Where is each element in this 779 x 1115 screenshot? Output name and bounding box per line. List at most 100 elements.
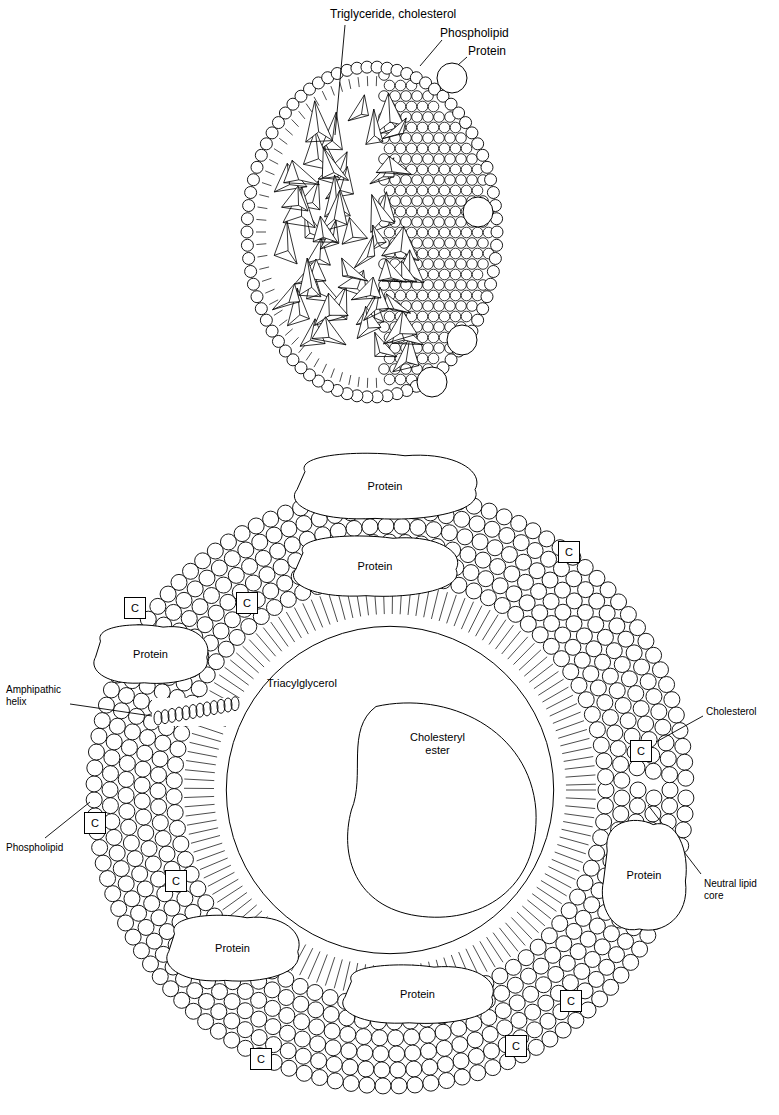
phospholipid-head	[445, 154, 456, 165]
lipid-tail	[538, 679, 563, 695]
phospholipid-head	[589, 722, 605, 738]
phospholipid-head	[406, 206, 417, 217]
phospholipid-head	[243, 200, 255, 212]
phospholipid-head	[658, 735, 674, 751]
phospholipid-head	[406, 290, 417, 301]
phospholipid-head	[279, 1025, 295, 1041]
node-label: Protein	[400, 988, 435, 1001]
phospholipid-head	[245, 575, 261, 591]
phospholipid-head	[113, 861, 129, 877]
lipid-tail	[487, 937, 503, 962]
lipid-region: TriacylglycerolCholesteryl ester	[225, 625, 555, 955]
protein-blob: Protein	[598, 815, 690, 935]
lipid-tail	[562, 829, 591, 836]
phospholipid-head	[485, 278, 497, 290]
phospholipid-head	[481, 291, 493, 303]
lipid-tail	[558, 729, 587, 738]
phospholipid-head	[450, 227, 461, 238]
phospholipid-head	[472, 248, 483, 259]
phospholipid-head	[137, 745, 153, 761]
lipid-tail	[522, 906, 545, 926]
phospholipid-head	[645, 763, 661, 779]
crystal	[322, 148, 348, 181]
phospholipid-head	[358, 1061, 374, 1077]
protein-globule	[463, 197, 493, 227]
lipid-tail	[314, 97, 319, 106]
phospholipid-head	[590, 680, 606, 696]
lipid-tail	[228, 899, 252, 918]
node-label: C	[567, 995, 575, 1008]
phospholipid-head	[487, 265, 499, 277]
phospholipid-head	[417, 185, 428, 196]
phospholipid-head	[490, 559, 506, 575]
lipid-tail	[311, 600, 322, 628]
phospholipid-head	[273, 559, 289, 575]
phospholipid-head	[646, 790, 662, 806]
phospholipid-head	[483, 1043, 499, 1059]
phospholipid-head	[439, 227, 450, 238]
lipid-tail	[349, 375, 351, 385]
phospholipid-head	[439, 311, 450, 322]
leader-line	[335, 25, 345, 135]
phospholipid-head	[475, 552, 491, 568]
phospholipid-head	[388, 1030, 404, 1046]
lipid-tail	[322, 91, 326, 100]
phospholipid-head	[173, 836, 189, 852]
node-label: C	[565, 546, 573, 559]
phospholipid-head	[423, 280, 434, 291]
node-label: C	[637, 745, 645, 758]
phospholipid-head	[598, 769, 614, 785]
lipid-tail	[225, 667, 249, 685]
lipid-tail	[367, 378, 368, 388]
lipid-core-ring	[218, 618, 562, 962]
lipid-tail	[219, 675, 244, 692]
phospholipid-head	[412, 217, 423, 228]
phospholipid-head	[439, 248, 450, 259]
phospholipid-head	[428, 164, 439, 175]
lipid-tail	[200, 858, 228, 870]
phospholipid-head	[602, 668, 618, 684]
phospholipid-head	[104, 750, 120, 766]
phospholipid-head	[678, 790, 694, 806]
phospholipid-head	[390, 1062, 406, 1078]
phospholipid-head	[87, 760, 103, 776]
shape-outline	[167, 915, 299, 981]
phospholipid-head	[247, 278, 259, 290]
phospholipid-ring	[241, 61, 503, 403]
phospholipid-head	[118, 915, 134, 931]
lipid-tail	[476, 610, 491, 636]
lipid-tail	[279, 138, 287, 144]
crystal	[274, 221, 297, 264]
lipid-tail	[256, 243, 266, 245]
phospholipid-head	[102, 782, 118, 798]
phospholipid-head	[668, 707, 684, 723]
phospholipid-head	[132, 866, 148, 882]
phospholipid-head	[467, 1032, 483, 1048]
lipid-tail	[325, 957, 334, 985]
phospholipid-head	[478, 571, 494, 587]
lipid-tail	[192, 733, 221, 741]
node-label: C	[172, 875, 180, 888]
phospholipid-head	[457, 529, 473, 545]
phospholipid-head	[135, 809, 151, 825]
lipid-tail	[439, 592, 447, 621]
phospholipid-head	[241, 226, 253, 238]
phospholipid-head	[640, 674, 656, 690]
phospholipid-head	[155, 735, 171, 751]
phospholipid-head	[677, 806, 693, 822]
lipid-tail	[340, 82, 343, 92]
part-label: Protein	[468, 45, 506, 59]
lipid-region: Cholesteryl ester	[335, 695, 540, 925]
phospholipid-head	[266, 325, 278, 337]
phospholipid-head	[127, 851, 143, 867]
phospholipid-head	[633, 701, 649, 717]
phospholipid-head	[296, 1065, 312, 1081]
phospholipid-shell	[86, 486, 694, 1094]
node-label: Protein	[215, 942, 250, 955]
phospholipid-head	[412, 301, 423, 312]
phospholipid-head	[439, 122, 450, 133]
phospholipid-head	[419, 1027, 435, 1043]
lipid-tail	[265, 289, 274, 293]
phospholipid-head	[507, 977, 523, 993]
phospholipid-head	[472, 269, 483, 280]
